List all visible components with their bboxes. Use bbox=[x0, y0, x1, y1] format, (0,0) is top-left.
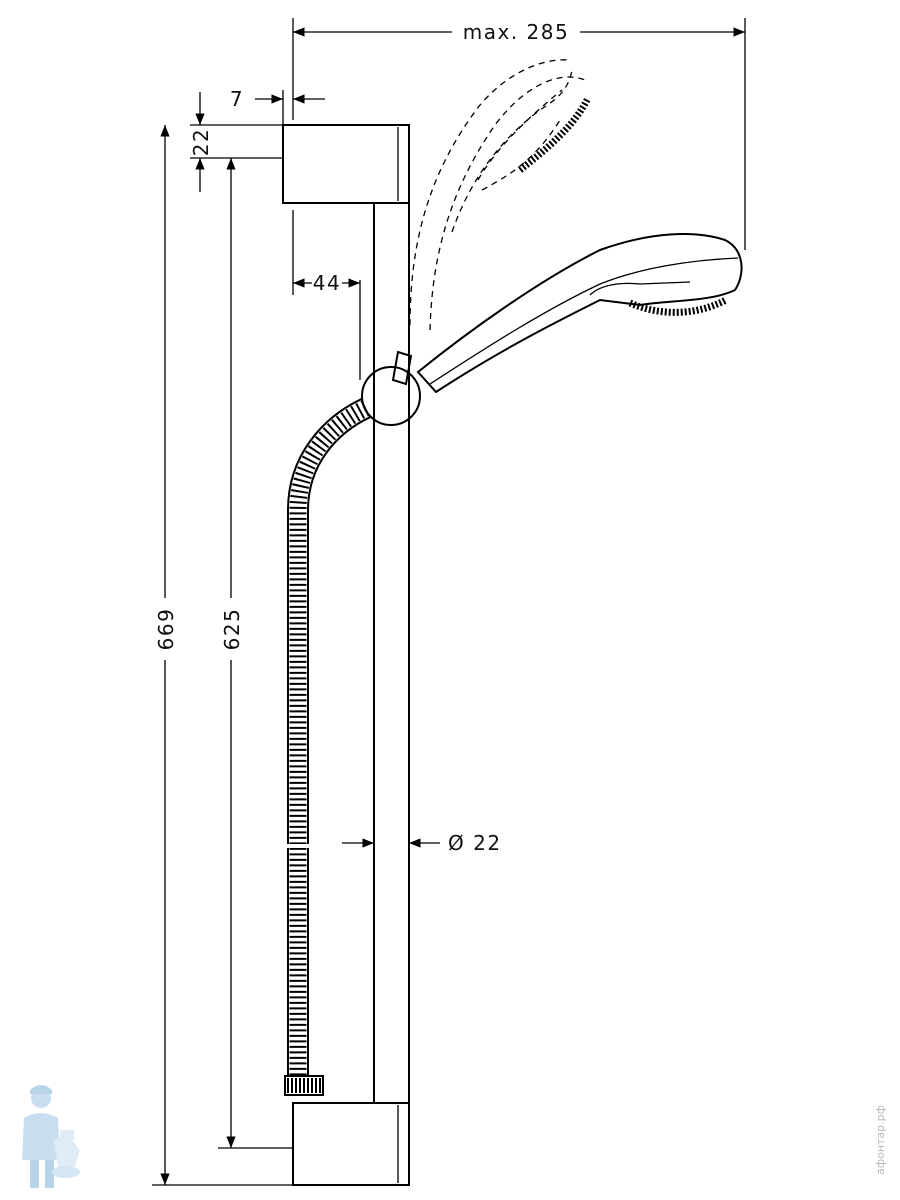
plumber-mascot-icon bbox=[22, 1085, 80, 1188]
dimension-overall-height: 669 bbox=[152, 124, 293, 1186]
max-reach-label: max. 285 bbox=[463, 20, 569, 44]
dimension-rail-length: 625 bbox=[218, 158, 293, 1149]
bracket-offset-label: 7 bbox=[230, 87, 244, 111]
slider-holder bbox=[361, 350, 421, 426]
watermark-text: афонтар.рф bbox=[874, 1105, 887, 1175]
dimension-slider-offset: 44 bbox=[292, 210, 361, 380]
dimension-max-reach: max. 285 bbox=[292, 18, 746, 250]
bottom-wall-bracket bbox=[292, 1102, 410, 1186]
top-wall-bracket bbox=[282, 124, 410, 204]
hand-shower bbox=[416, 233, 743, 394]
hand-shower-tilted-outline bbox=[409, 59, 586, 331]
shower-hose bbox=[284, 398, 371, 1096]
dimension-bracket-height: 22 bbox=[189, 92, 283, 192]
hand-shower-tilted-head bbox=[517, 96, 592, 173]
slider-offset-label: 44 bbox=[313, 271, 341, 295]
bracket-height-label: 22 bbox=[189, 128, 213, 156]
overall-height-label: 669 bbox=[154, 608, 178, 651]
rail-length-label: 625 bbox=[220, 608, 244, 651]
dimension-bracket-offset: 7 bbox=[230, 87, 325, 125]
shower-rail bbox=[373, 202, 410, 1103]
rail-diameter-label: Ø 22 bbox=[448, 831, 502, 855]
dimension-rail-diameter: Ø 22 bbox=[342, 831, 502, 855]
